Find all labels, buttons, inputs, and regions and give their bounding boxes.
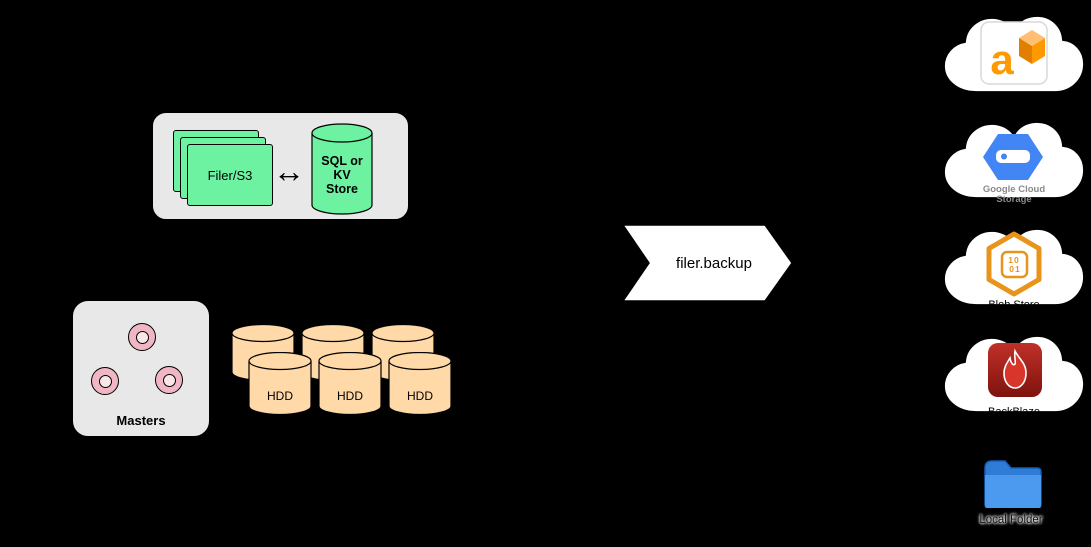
master-node-icon <box>155 366 183 394</box>
store-label-line2: KV <box>333 168 351 182</box>
aws-letter: a <box>990 36 1014 83</box>
filer-backup-chevron: filer.backup <box>622 224 793 302</box>
store-label-line3: Store <box>326 182 358 196</box>
sql-kv-store-cylinder: SQL or KV Store <box>311 123 373 215</box>
filer-label: Filer/S3 <box>207 167 253 183</box>
hdd-cylinder: HDD <box>388 352 452 416</box>
backblaze-flame-icon <box>988 343 1042 397</box>
folder-icon <box>984 460 1042 508</box>
hdd-label: HDD <box>407 389 433 403</box>
chevron-shape <box>622 224 793 302</box>
filer-node: Filer/S3 <box>187 144 273 206</box>
master-node-inner <box>135 330 149 344</box>
blob-bits-top: 10 <box>1008 255 1019 265</box>
masters-label: Masters <box>116 413 166 428</box>
cloud-backblaze: BackBlaze <box>943 335 1085 418</box>
hdd-cylinder: HDD <box>318 352 382 416</box>
folder-front <box>985 475 1041 508</box>
blob-hexagon-icon: 10 01 <box>986 231 1042 297</box>
master-node-inner <box>98 374 112 388</box>
hdd-label: HDD <box>267 389 293 403</box>
bidirectional-arrow-icon: ↔ <box>273 153 305 189</box>
local-folder-label: Local Folder <box>979 514 1043 526</box>
filer-group-box: Filer/S3 ↔ SQL or KV Store <box>152 112 409 220</box>
masters-group-box: Masters <box>72 300 210 437</box>
filer-backup-label: filer.backup <box>676 255 752 272</box>
master-node-icon <box>91 367 119 395</box>
cylinder-top <box>311 123 373 143</box>
gcs-label-line1: Google Cloud <box>983 184 1045 195</box>
cloud-aws-s3: a <box>943 15 1085 93</box>
store-label-line1: SQL or <box>321 154 363 168</box>
hdd-label: HDD <box>337 389 363 403</box>
cloud-blob-store: 10 01 Blob Store <box>943 228 1085 311</box>
gcs-hexagon-icon <box>983 134 1043 180</box>
cylinder-body <box>311 133 373 215</box>
aws-cube-icon <box>1019 30 1045 64</box>
gcs-label-line2: Storage <box>996 194 1031 205</box>
hdd-cylinder: HDD <box>248 352 312 416</box>
backblaze-label: BackBlaze <box>988 406 1040 418</box>
master-node-inner <box>162 373 176 387</box>
blob-store-label: Blob Store <box>988 299 1039 311</box>
cloud-google-cloud-storage: Google Cloud Storage <box>943 121 1085 205</box>
blob-bits-bottom: 01 <box>1009 264 1020 274</box>
master-node-icon <box>128 323 156 351</box>
